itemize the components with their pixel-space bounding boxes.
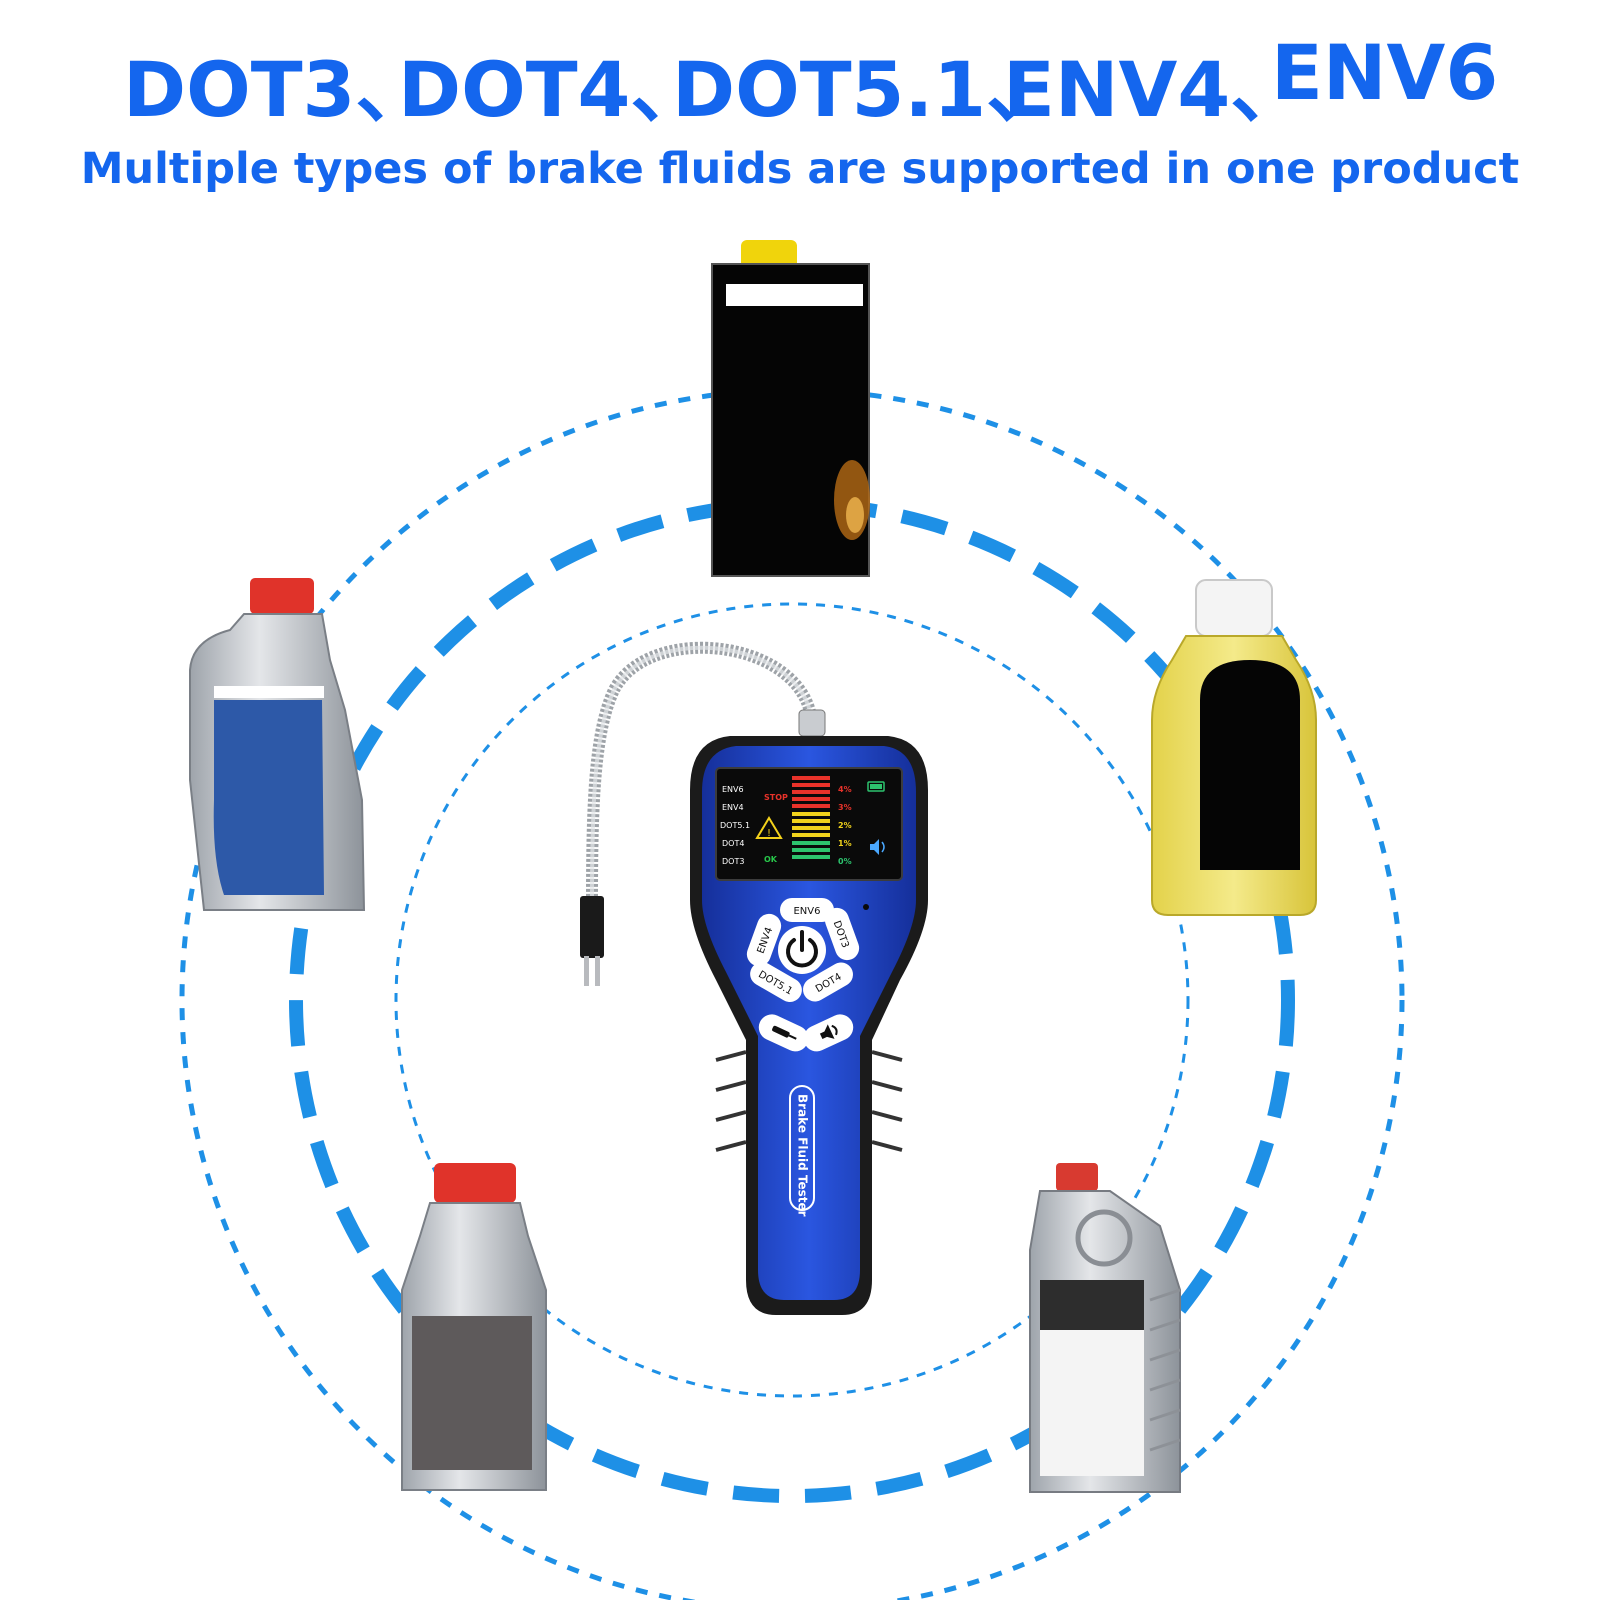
speaker-button-icon <box>819 1024 838 1040</box>
sound-button[interactable] <box>799 1010 857 1056</box>
headline-item-dot51: DOT5.1、 <box>672 45 1063 134</box>
device-label-text: Brake Fluid Tester <box>796 1094 810 1217</box>
env6-button[interactable]: ENV6 <box>780 898 834 922</box>
probe-icon <box>772 1025 797 1040</box>
device-keypad: ENV6 ENV4 DOT3 DOT5.1 DOT4 <box>743 898 869 1056</box>
screen-type-dot4: DOT4 <box>722 839 744 848</box>
headline-item-env4: ENV4、 <box>1003 45 1307 134</box>
bottom-right-grey-bottle <box>1029 1163 1181 1493</box>
dot3-button[interactable]: DOT3 <box>821 905 862 964</box>
battery-icon <box>867 781 885 792</box>
dot4-button[interactable]: DOT4 <box>799 958 858 1006</box>
env6-button-label: ENV6 <box>793 906 820 917</box>
headline-item-dot3: DOT3、 <box>123 45 432 134</box>
bottom-left-red-cap-bottle <box>401 1163 547 1491</box>
top-black-can <box>711 240 870 577</box>
screen-percent-0: 0% <box>838 857 852 866</box>
screen-percent-2: 2% <box>838 821 852 830</box>
env4-button[interactable]: ENV4 <box>743 911 784 970</box>
screen-type-dot3: DOT3 <box>722 857 744 866</box>
headline-item-dot4: DOT4、 <box>398 45 707 134</box>
probe-button[interactable] <box>755 1010 813 1056</box>
outer-dashed-ring <box>179 387 1405 1600</box>
screen-type-env4: ENV4 <box>722 803 744 812</box>
screen-percent-3: 3% <box>838 803 852 812</box>
gooseneck-probe <box>580 641 826 986</box>
warning-icon: ! <box>755 816 783 839</box>
screen-level-bars <box>792 776 830 859</box>
right-yellow-fluid-bottle <box>1151 579 1317 916</box>
power-button[interactable] <box>778 926 826 974</box>
screen-status-ok: OK <box>764 855 778 864</box>
device-screen: ENV6 ENV4 DOT5.1 DOT4 DOT3 STOP ! OK 4% … <box>715 767 903 881</box>
speaker-icon <box>870 839 885 855</box>
headline-item-env6: ENV6 <box>1271 28 1499 117</box>
svg-text:!: ! <box>767 828 771 839</box>
power-icon <box>786 930 818 968</box>
device-label-plate: Brake Fluid Tester <box>789 1085 815 1217</box>
screen-type-env6: ENV6 <box>722 785 744 794</box>
screen-percent-1: 1% <box>838 839 852 848</box>
screen-status-stop: STOP <box>764 793 788 802</box>
left-blue-label-bottle <box>189 578 366 911</box>
headline-fluid-types: DOT3、 DOT4、 DOT5.1、 ENV4、 ENV6 <box>0 28 1600 134</box>
inner-dashed-ring <box>394 602 1190 1398</box>
subheadline: Multiple types of brake fluids are suppo… <box>80 144 1520 194</box>
screen-percent-4: 4% <box>838 785 852 794</box>
screen-type-dot51: DOT5.1 <box>720 821 750 830</box>
